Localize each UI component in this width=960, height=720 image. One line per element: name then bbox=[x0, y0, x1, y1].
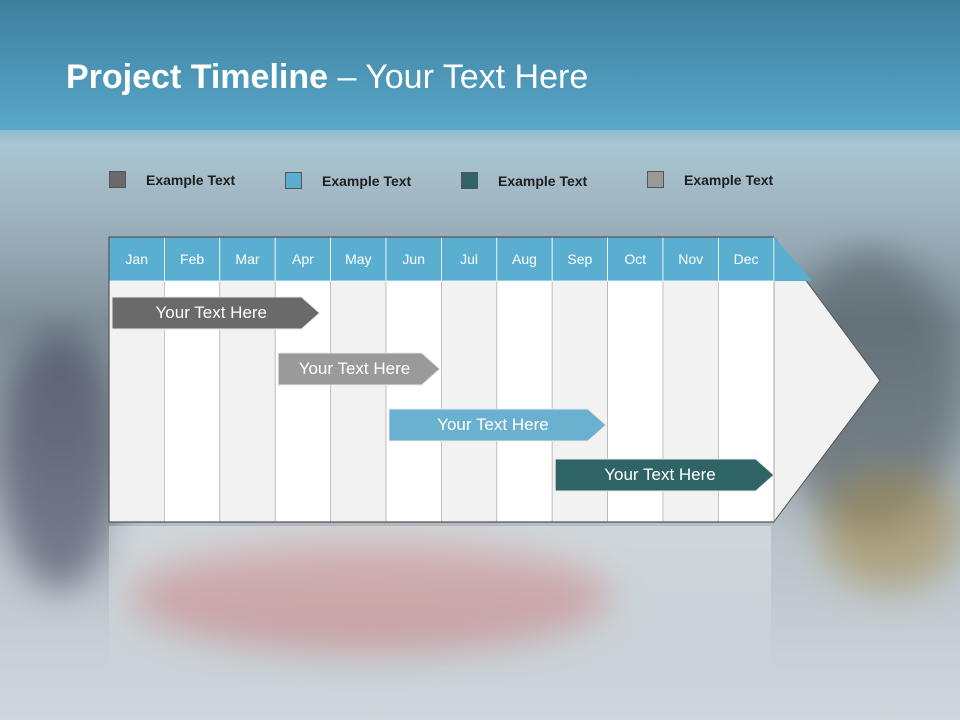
timeline-outline bbox=[108, 236, 774, 523]
background-paint-blob bbox=[0, 330, 120, 590]
month-header-cell bbox=[274, 236, 332, 282]
title-bold: Project Timeline bbox=[66, 58, 329, 96]
task-bar-1 bbox=[111, 296, 321, 330]
task-bar-3 bbox=[388, 408, 607, 442]
month-header-cell bbox=[496, 236, 553, 282]
month-label-aug: Aug bbox=[512, 251, 537, 267]
task-bar-4 bbox=[554, 458, 775, 492]
month-header-cell bbox=[108, 236, 165, 282]
legend-swatch bbox=[109, 171, 126, 188]
legend-swatch bbox=[285, 172, 302, 189]
month-column bbox=[496, 280, 553, 523]
legend-item-3: Example Text bbox=[461, 172, 587, 189]
legend-label: Example Text bbox=[146, 171, 236, 188]
legend-label: Example Text bbox=[498, 172, 588, 189]
month-header-cell bbox=[330, 236, 387, 282]
legend-swatch bbox=[461, 172, 478, 189]
month-label-mar: Mar bbox=[235, 251, 260, 267]
month-label-may: May bbox=[345, 251, 372, 267]
month-label-jan: Jan bbox=[125, 251, 148, 267]
month-label-apr: Apr bbox=[291, 251, 314, 267]
month-label-jun: Jun bbox=[402, 251, 425, 267]
timeline-arrow-header bbox=[773, 237, 813, 281]
task-label-1: Your Text Here bbox=[155, 303, 268, 322]
header-band bbox=[0, 0, 960, 130]
page-title: Project Timeline – Your Text Here bbox=[66, 58, 588, 97]
legend-item-1: Example Text bbox=[109, 171, 235, 188]
background-paint-blob bbox=[820, 470, 960, 590]
month-column bbox=[330, 280, 387, 523]
legend-item-2: Example Text bbox=[285, 172, 411, 189]
task-label-3: Your Text Here bbox=[437, 415, 549, 434]
legend-label: Example Text bbox=[322, 172, 412, 189]
month-label-sep: Sep bbox=[567, 251, 593, 267]
month-label-oct: Oct bbox=[624, 251, 647, 267]
task-bar-2 bbox=[277, 352, 441, 386]
month-header-cell bbox=[718, 236, 775, 282]
title-rest: – Your Text Here bbox=[328, 58, 589, 96]
legend-item-4: Example Text bbox=[647, 171, 773, 188]
task-label-4: Your Text Here bbox=[604, 465, 716, 484]
month-label-feb: Feb bbox=[180, 251, 205, 267]
task-label-2: Your Text Here bbox=[298, 359, 411, 378]
month-column bbox=[440, 280, 498, 523]
timeline-reflection bbox=[109, 526, 771, 676]
legend-label: Example Text bbox=[684, 171, 774, 188]
month-header-cell bbox=[163, 236, 221, 282]
month-label-dec: Dec bbox=[733, 251, 759, 267]
background-paint-blob bbox=[130, 540, 610, 650]
month-header-cell bbox=[662, 236, 719, 282]
month-label-jul: Jul bbox=[460, 251, 479, 267]
month-column bbox=[385, 280, 442, 523]
legend-swatch bbox=[647, 171, 664, 188]
month-label-nov: Nov bbox=[678, 251, 704, 267]
